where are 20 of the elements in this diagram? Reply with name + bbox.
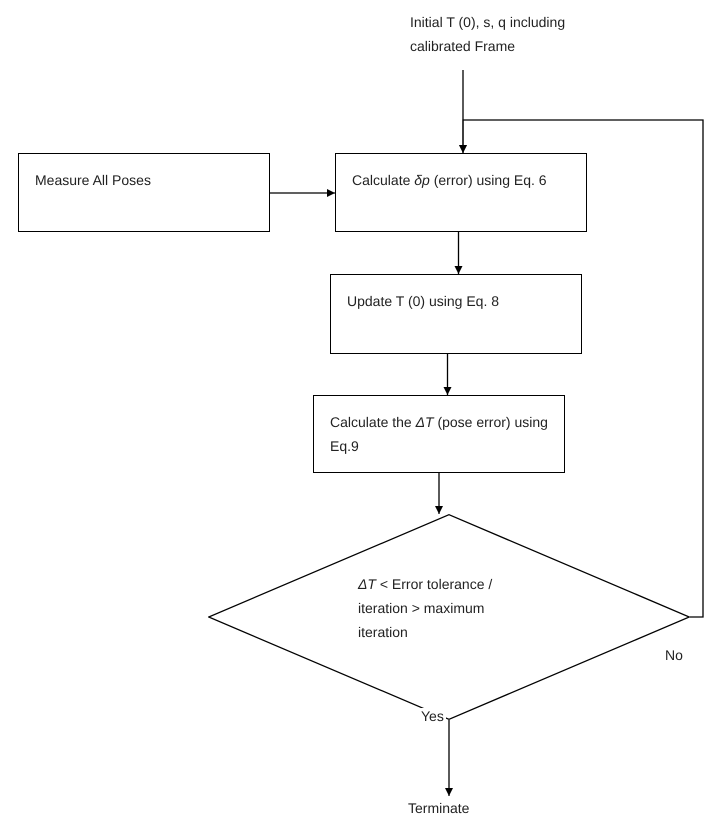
decision-text: ΔT < Error tolerance / iteration > maximum iteration [358,575,494,642]
process-box [330,274,582,354]
decision-diamond [208,514,690,720]
arrow [459,119,704,618]
flow-text: Terminate [408,799,470,818]
arrow [445,720,453,796]
box-text: Calculate δp (error) using Eq. 6 [352,171,548,190]
box-text: Update T (0) using Eq. 8 [347,292,500,311]
box-text: Calculate the ΔT (pose error) using Eq.9 [330,413,548,456]
process-box [313,395,565,473]
arrow [270,189,335,197]
edge-label: No [663,647,685,663]
flow-text: Initial T (0), s, q including calibrated Frame [410,13,566,56]
edge-label: Yes [419,708,446,724]
process-box [18,153,270,232]
arrow [435,473,443,514]
box-text: Measure All Poses [35,171,152,190]
arrow [454,232,462,274]
arrow [444,354,452,395]
process-box [335,153,587,232]
